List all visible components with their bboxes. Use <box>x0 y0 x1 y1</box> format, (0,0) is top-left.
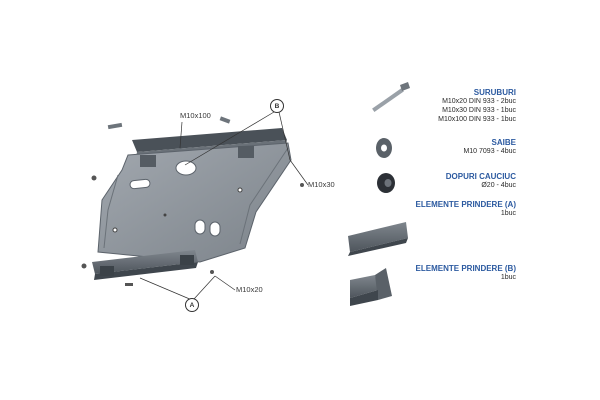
parts-saibe-title: SAIBE <box>491 138 516 147</box>
parts-saibe: SAIBE M10 7093 - 4buc <box>463 138 516 157</box>
callout-m10x30: M10x30 <box>308 180 335 189</box>
parts-elemente-b-title: ELEMENTE PRINDERE (B) <box>415 264 516 273</box>
loose-bolts <box>81 116 304 286</box>
marker-b: B <box>270 99 284 113</box>
parts-elemente-b: ELEMENTE PRINDERE (B) 1buc <box>416 264 516 283</box>
parts-elemente-b-line: 1buc <box>500 274 516 281</box>
washer-part <box>376 138 392 158</box>
parts-saibe-line: M10 7093 - 4buc <box>463 148 516 155</box>
callout-m10x100: M10x100 <box>180 111 211 120</box>
rubber-plug-part <box>377 173 395 193</box>
bracket-a-part <box>348 222 408 256</box>
parts-suruburi-line: M10x100 DIN 933 - 1buc <box>438 115 516 123</box>
leader-lines <box>139 111 309 301</box>
callout-m10x20: M10x20 <box>236 285 263 294</box>
parts-suruburi-line: M10x30 DIN 933 - 1buc <box>442 106 516 114</box>
parts-dopuri-line: Ø20 - 4buc <box>481 182 516 189</box>
marker-a: A <box>185 298 199 312</box>
parts-elemente-a: ELEMENTE PRINDERE (A) 1buc <box>416 200 516 219</box>
skid-plate <box>97 142 292 263</box>
parts-suruburi: SURUBURI M10x20 DIN 933 - 2buc M10x30 DI… <box>438 88 516 124</box>
bolt-part <box>372 82 410 112</box>
front-bracket <box>92 250 198 280</box>
parts-suruburi-title: SURUBURI <box>473 88 516 97</box>
parts-dopuri-title: DOPURI CAUCIUC <box>445 172 516 181</box>
parts-suruburi-line: M10x20 DIN 933 - 2buc <box>442 98 516 105</box>
parts-elemente-a-title: ELEMENTE PRINDERE (A) <box>415 200 516 209</box>
parts-dopuri: DOPURI CAUCIUC Ø20 - 4buc <box>446 172 516 191</box>
bracket-b-part <box>350 268 392 306</box>
parts-elemente-a-line: 1buc <box>500 210 516 217</box>
